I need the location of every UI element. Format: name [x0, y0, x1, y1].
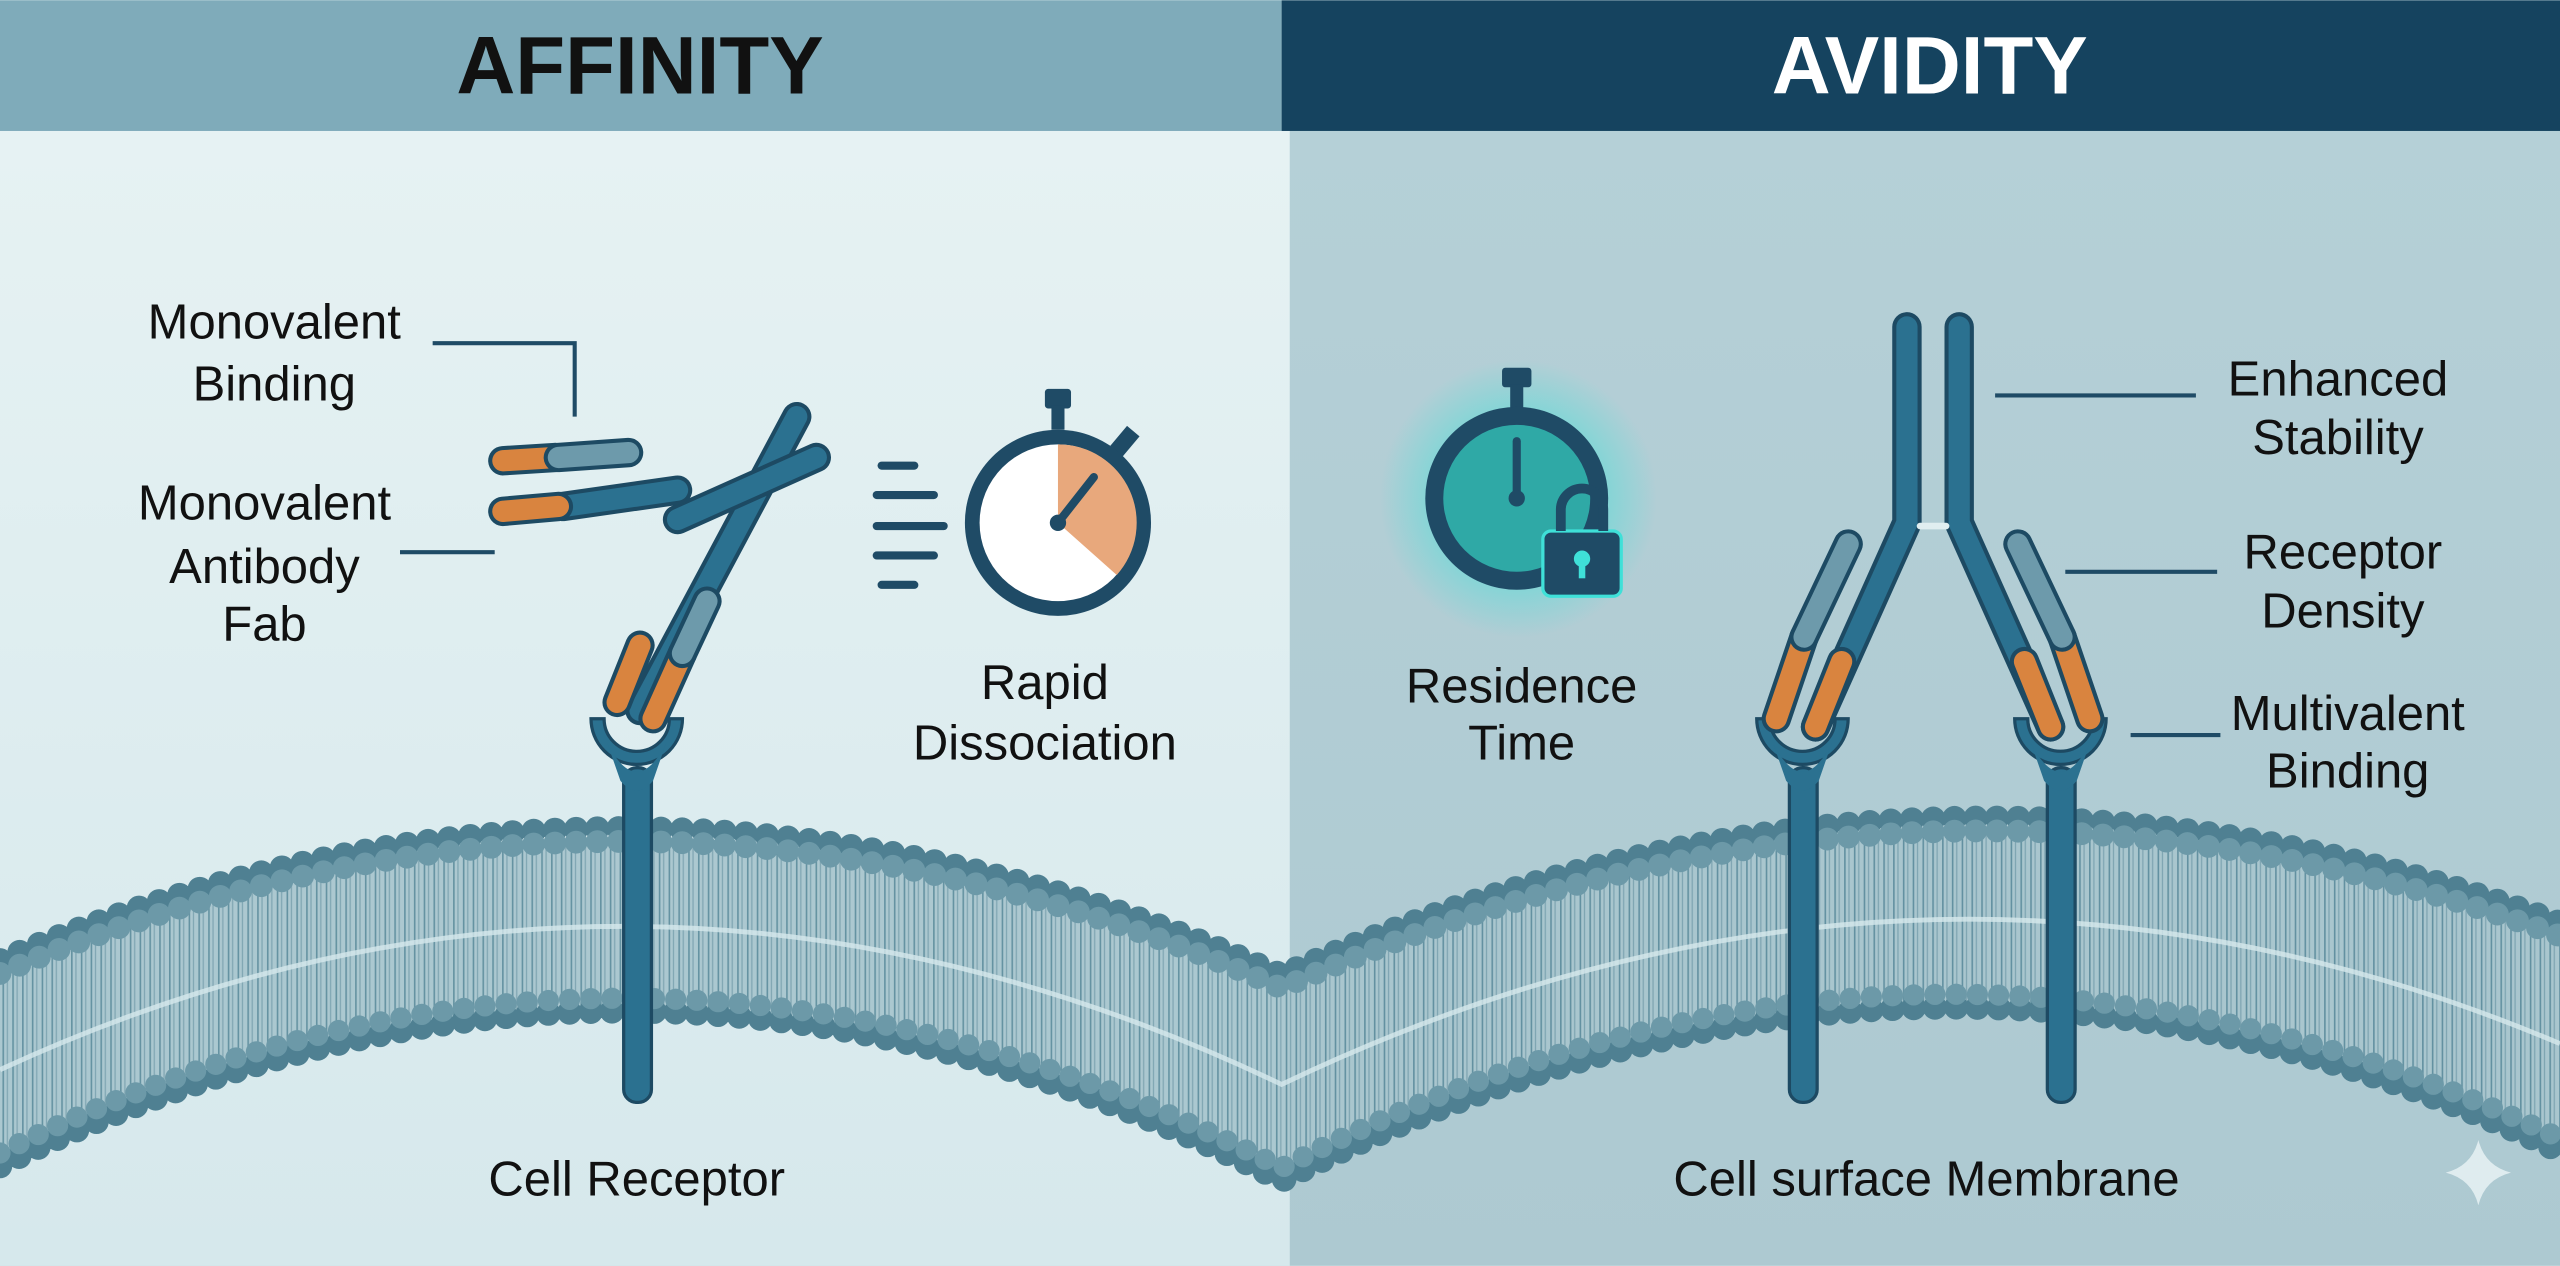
sparkle-icon [2445, 1139, 2512, 1206]
label-residence-time-2: Time [1468, 717, 1575, 771]
label-multivalent-binding-1: Multivalent [2231, 687, 2465, 741]
label-residence-time-1: Residence [1406, 659, 1637, 713]
label-enhanced-stability-2: Stability [2252, 411, 2424, 465]
leader-line [432, 341, 577, 417]
label-receptor-density-1: Receptor [2244, 526, 2443, 580]
label-enhanced-stability-1: Enhanced [2228, 352, 2449, 406]
label-rapid-dissociation-1: Rapid [981, 656, 1109, 710]
label-monovalent-binding-2: Binding [193, 357, 356, 411]
avidity-title: AVIDITY [1772, 20, 2088, 111]
label-monovalent-fab-2: Antibody [169, 540, 360, 594]
label-cell-receptor: Cell Receptor [488, 1152, 785, 1206]
affinity-header [0, 0, 1282, 131]
stopwatch-lock-icon [1379, 359, 1658, 638]
label-monovalent-fab-3: Fab [222, 597, 306, 651]
label-monovalent-binding-1: Monovalent [148, 295, 402, 349]
receptor-icon [1755, 717, 2108, 1105]
label-receptor-density-2: Density [2261, 584, 2425, 638]
label-monovalent-fab-1: Monovalent [138, 477, 392, 531]
affinity-title: AFFINITY [456, 20, 823, 111]
label-rapid-dissociation-2: Dissociation [913, 717, 1177, 771]
cell-receptor-icon [589, 717, 685, 1105]
antibody-icon [1761, 312, 2105, 742]
label-cell-surface-membrane: Cell surface Membrane [1673, 1152, 2179, 1206]
label-multivalent-binding-2: Binding [2266, 744, 2429, 798]
stopwatch-icon [872, 388, 1152, 616]
avidity-header [1281, 0, 2560, 131]
antibody-icon [488, 401, 832, 734]
